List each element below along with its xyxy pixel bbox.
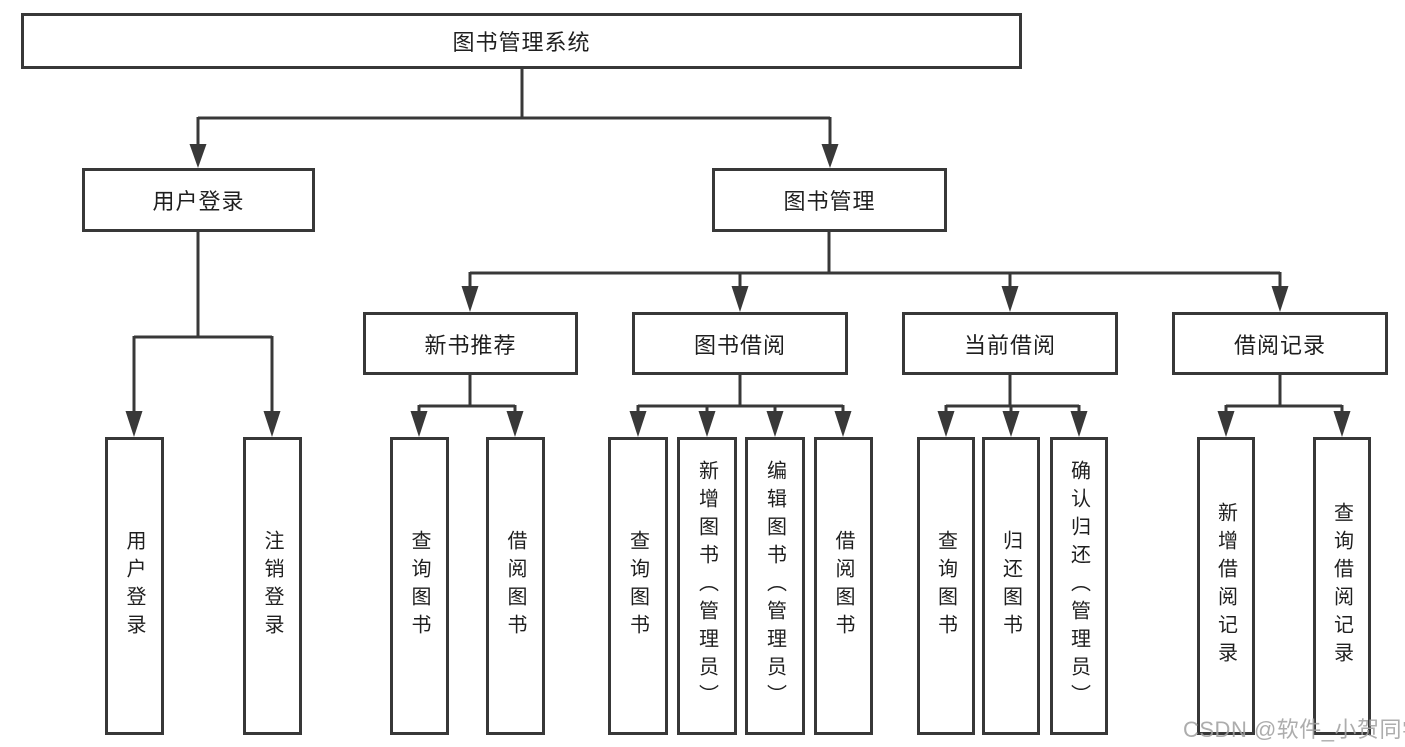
node-borrow-records-label: 借阅记录 bbox=[1233, 332, 1326, 358]
node-user-login-label: 用户登录 bbox=[152, 189, 245, 214]
node-user-login: 用户登录 bbox=[82, 168, 315, 232]
node-root-label: 图书管理系统 bbox=[452, 30, 591, 55]
connector-book-borrow-to-leaves bbox=[629, 375, 852, 437]
connector-current-borrow-to-leaves bbox=[937, 375, 1088, 437]
leaf-user-login-label: 用户登录 bbox=[123, 530, 145, 642]
connector-root-to-level2 bbox=[189, 69, 839, 168]
leaf-borrow-book: 借阅图书 bbox=[814, 437, 873, 735]
leaf-current-query: 查询图书 bbox=[917, 437, 975, 735]
leaf-current-confirm-admin: 确认归还（管理员） bbox=[1050, 437, 1108, 735]
connector-new-books-to-leaves bbox=[410, 375, 524, 437]
connector-user-login-to-leaves bbox=[125, 232, 281, 437]
leaf-borrow-query: 查询图书 bbox=[608, 437, 668, 735]
node-current-borrow-label: 当前借阅 bbox=[963, 332, 1056, 358]
leaf-borrow-query-label: 查询图书 bbox=[626, 530, 649, 642]
leaf-current-return-label: 归还图书 bbox=[999, 530, 1022, 642]
leaf-borrow-edit-admin: 编辑图书（管理员） bbox=[745, 437, 805, 735]
leaf-borrow-edit-admin-label: 编辑图书（管理员） bbox=[763, 460, 786, 712]
connector-book-management-to-level3 bbox=[461, 232, 1289, 312]
leaf-records-query-label: 查询借阅记录 bbox=[1330, 502, 1353, 670]
node-new-books-label: 新书推荐 bbox=[424, 332, 517, 358]
leaf-current-query-label: 查询图书 bbox=[934, 530, 957, 642]
node-new-books: 新书推荐 bbox=[363, 312, 578, 375]
node-book-management: 图书管理 bbox=[712, 168, 947, 232]
leaf-borrow-book-label: 借阅图书 bbox=[832, 530, 854, 642]
leaf-logout-label: 注销登录 bbox=[261, 530, 283, 642]
leaf-user-login: 用户登录 bbox=[105, 437, 164, 735]
node-current-borrow: 当前借阅 bbox=[902, 312, 1118, 375]
leaf-records-add: 新增借阅记录 bbox=[1197, 437, 1255, 735]
leaf-logout: 注销登录 bbox=[243, 437, 302, 735]
leaf-records-query: 查询借阅记录 bbox=[1313, 437, 1371, 735]
leaf-borrow-add-admin: 新增图书（管理员） bbox=[677, 437, 737, 735]
csdn-watermark: CSDN @软件_小贺同学 bbox=[1183, 717, 1405, 742]
node-root-library-system: 图书管理系统 bbox=[21, 13, 1022, 69]
node-book-borrow: 图书借阅 bbox=[632, 312, 848, 375]
leaf-new-books-borrow-label: 借阅图书 bbox=[504, 530, 526, 642]
node-book-management-label: 图书管理 bbox=[783, 189, 876, 214]
leaf-current-return: 归还图书 bbox=[982, 437, 1040, 735]
leaf-records-add-label: 新增借阅记录 bbox=[1214, 502, 1237, 670]
node-borrow-records: 借阅记录 bbox=[1172, 312, 1388, 375]
connector-borrow-records-to-leaves bbox=[1217, 375, 1351, 437]
node-book-borrow-label: 图书借阅 bbox=[693, 332, 786, 358]
leaf-current-confirm-admin-label: 确认归还（管理员） bbox=[1067, 460, 1090, 712]
leaf-new-books-borrow: 借阅图书 bbox=[486, 437, 545, 735]
leaf-new-books-query: 查询图书 bbox=[390, 437, 449, 735]
leaf-borrow-add-admin-label: 新增图书（管理员） bbox=[695, 460, 718, 712]
leaf-new-books-query-label: 查询图书 bbox=[408, 530, 430, 642]
